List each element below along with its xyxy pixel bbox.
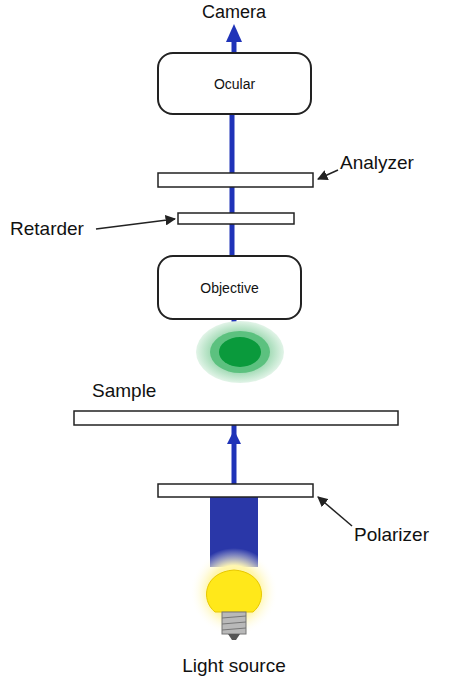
optics-box: Ocular <box>157 52 312 115</box>
screw-thread <box>222 628 246 630</box>
bulb-glass <box>207 570 262 612</box>
light-arrow-head <box>227 430 241 444</box>
light-arrow-head <box>226 24 242 42</box>
part-label: Light source <box>182 655 286 677</box>
box-label: Ocular <box>214 76 255 92</box>
polarizer-plate <box>158 484 313 497</box>
part-label: Sample <box>92 380 156 402</box>
specimen-core <box>219 337 261 367</box>
box-label: Objective <box>200 280 258 296</box>
optics-box: Objective <box>157 255 302 320</box>
part-label: Camera <box>202 2 266 23</box>
bulb-glow <box>190 548 278 636</box>
leader-line <box>318 497 352 526</box>
part-label: Polarizer <box>354 524 429 546</box>
analyzer-plate <box>158 173 313 187</box>
specimen-glow <box>196 321 284 383</box>
leader-line <box>96 219 175 229</box>
screw-thread <box>222 622 246 624</box>
sample-slide <box>74 411 398 425</box>
part-label: Retarder <box>10 218 84 240</box>
screw-thread <box>222 616 246 618</box>
leader-line <box>318 170 338 179</box>
part-label: Analyzer <box>340 152 414 174</box>
bulb-screw <box>222 612 246 634</box>
bulb-contact <box>228 634 240 640</box>
specimen-ring <box>210 331 270 373</box>
retarder-plate <box>178 213 294 224</box>
